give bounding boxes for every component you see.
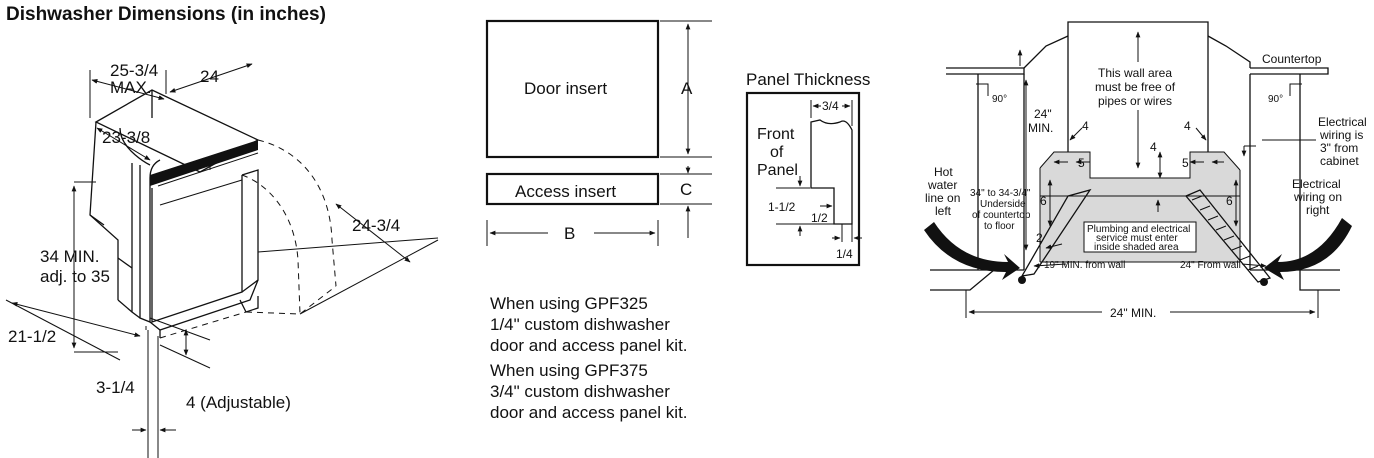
elec-right-2: wiring on — [1293, 190, 1342, 204]
dim-a-label: A — [681, 79, 693, 98]
front-label-3: Panel — [757, 162, 798, 179]
dim-toe-front: 3-1/4 — [96, 378, 135, 397]
note2-line2: 3/4" custom dishwasher — [490, 382, 670, 401]
elec-right-3: right — [1306, 203, 1330, 217]
thickness-dim-left: 1-1/2 — [768, 200, 796, 214]
dim-door-swing: 24-3/4 — [352, 216, 400, 235]
hot-water-2: water — [927, 178, 957, 192]
min-24-line1: 24" — [1034, 107, 1052, 121]
dim-b-label: B — [564, 224, 575, 243]
min-24-line2: MIN. — [1028, 121, 1053, 135]
dim-4-center: 4 — [1150, 140, 1157, 154]
note1-line2: 1/4" custom dishwasher — [490, 315, 670, 334]
front-label-2: of — [770, 144, 784, 161]
width-min-label: 24" MIN. — [1110, 306, 1156, 320]
elec-wiring-3: 3" from — [1320, 141, 1358, 155]
service-note-2: service must enter — [1096, 233, 1178, 244]
diagram-title: Dishwasher Dimensions (in inches) — [6, 4, 326, 25]
thickness-title: Panel Thickness — [746, 70, 870, 89]
front-label-1: Front — [757, 126, 795, 143]
from-wall-right: 24" From wall — [1180, 260, 1241, 271]
dim-toe-depth: 21-1/2 — [8, 327, 56, 346]
dim-6-left: 6 — [1040, 194, 1047, 208]
elec-wiring-2: wiring is — [1319, 128, 1363, 142]
countertop-label: Countertop — [1262, 52, 1322, 66]
dim-height-adj: adj. to 35 — [40, 267, 110, 286]
panel-inserts-drawing — [485, 19, 712, 246]
dim-5-right: 5 — [1182, 156, 1189, 170]
thickness-dim-mid: 1/2 — [811, 211, 828, 225]
note2-line3: door and access panel kit. — [490, 403, 688, 422]
height-note-4: to floor — [984, 221, 1015, 232]
dim-leg-adjust: 4 (Adjustable) — [186, 393, 291, 412]
elec-wiring-1: Electrical — [1318, 115, 1367, 129]
note2-line1: When using GPF375 — [490, 361, 648, 380]
height-note-1: 34" to 34-3/4" — [970, 188, 1031, 199]
angle-left: 90° — [992, 94, 1007, 105]
from-wall-left: 19" MIN. from wall — [1044, 260, 1125, 271]
thickness-dim-bottom: 1/4 — [836, 247, 853, 261]
note1-line1: When using GPF325 — [490, 294, 648, 313]
note1-line3: door and access panel kit. — [490, 336, 688, 355]
dim-panel-depth: 23-3/8 — [102, 128, 150, 147]
dim-depth-max-unit: MAX. — [110, 78, 152, 97]
dim-width: 24 — [200, 67, 219, 86]
height-note-2: Underside — [980, 199, 1026, 210]
dishwasher-isometric-drawing — [5, 63, 439, 458]
dim-height-min: 34 MIN. — [40, 247, 100, 266]
hot-water-1: Hot — [934, 165, 953, 179]
panel-thickness-drawing — [745, 91, 862, 267]
wall-note-1: This wall area — [1098, 66, 1172, 80]
wall-note-3: pipes or wires — [1098, 94, 1172, 108]
elec-wiring-4: cabinet — [1320, 154, 1359, 168]
access-insert-label: Access insert — [515, 182, 616, 201]
height-note-3: of countertop — [972, 210, 1031, 221]
door-insert-label: Door insert — [524, 79, 607, 98]
dim-4-right: 4 — [1184, 119, 1191, 133]
wall-note-2: must be free of — [1095, 80, 1176, 94]
service-note-3: inside shaded area — [1094, 242, 1179, 253]
dim-depth-max: 25-3/4 — [110, 61, 158, 80]
hot-water-3: line on — [925, 191, 960, 205]
dim-2: 2 — [1036, 231, 1043, 245]
installation-cutout-drawing — [924, 21, 1352, 318]
service-note-1: Plumbing and electrical — [1087, 224, 1190, 235]
hot-water-4: left — [935, 204, 952, 218]
dim-c-label: C — [680, 180, 692, 199]
dim-6-right: 6 — [1226, 194, 1233, 208]
thickness-dim-top: 3/4 — [822, 99, 839, 113]
elec-right-1: Electrical — [1292, 177, 1341, 191]
dim-5-left: 5 — [1078, 156, 1085, 170]
angle-right: 90° — [1268, 94, 1283, 105]
dim-4-left: 4 — [1082, 119, 1089, 133]
